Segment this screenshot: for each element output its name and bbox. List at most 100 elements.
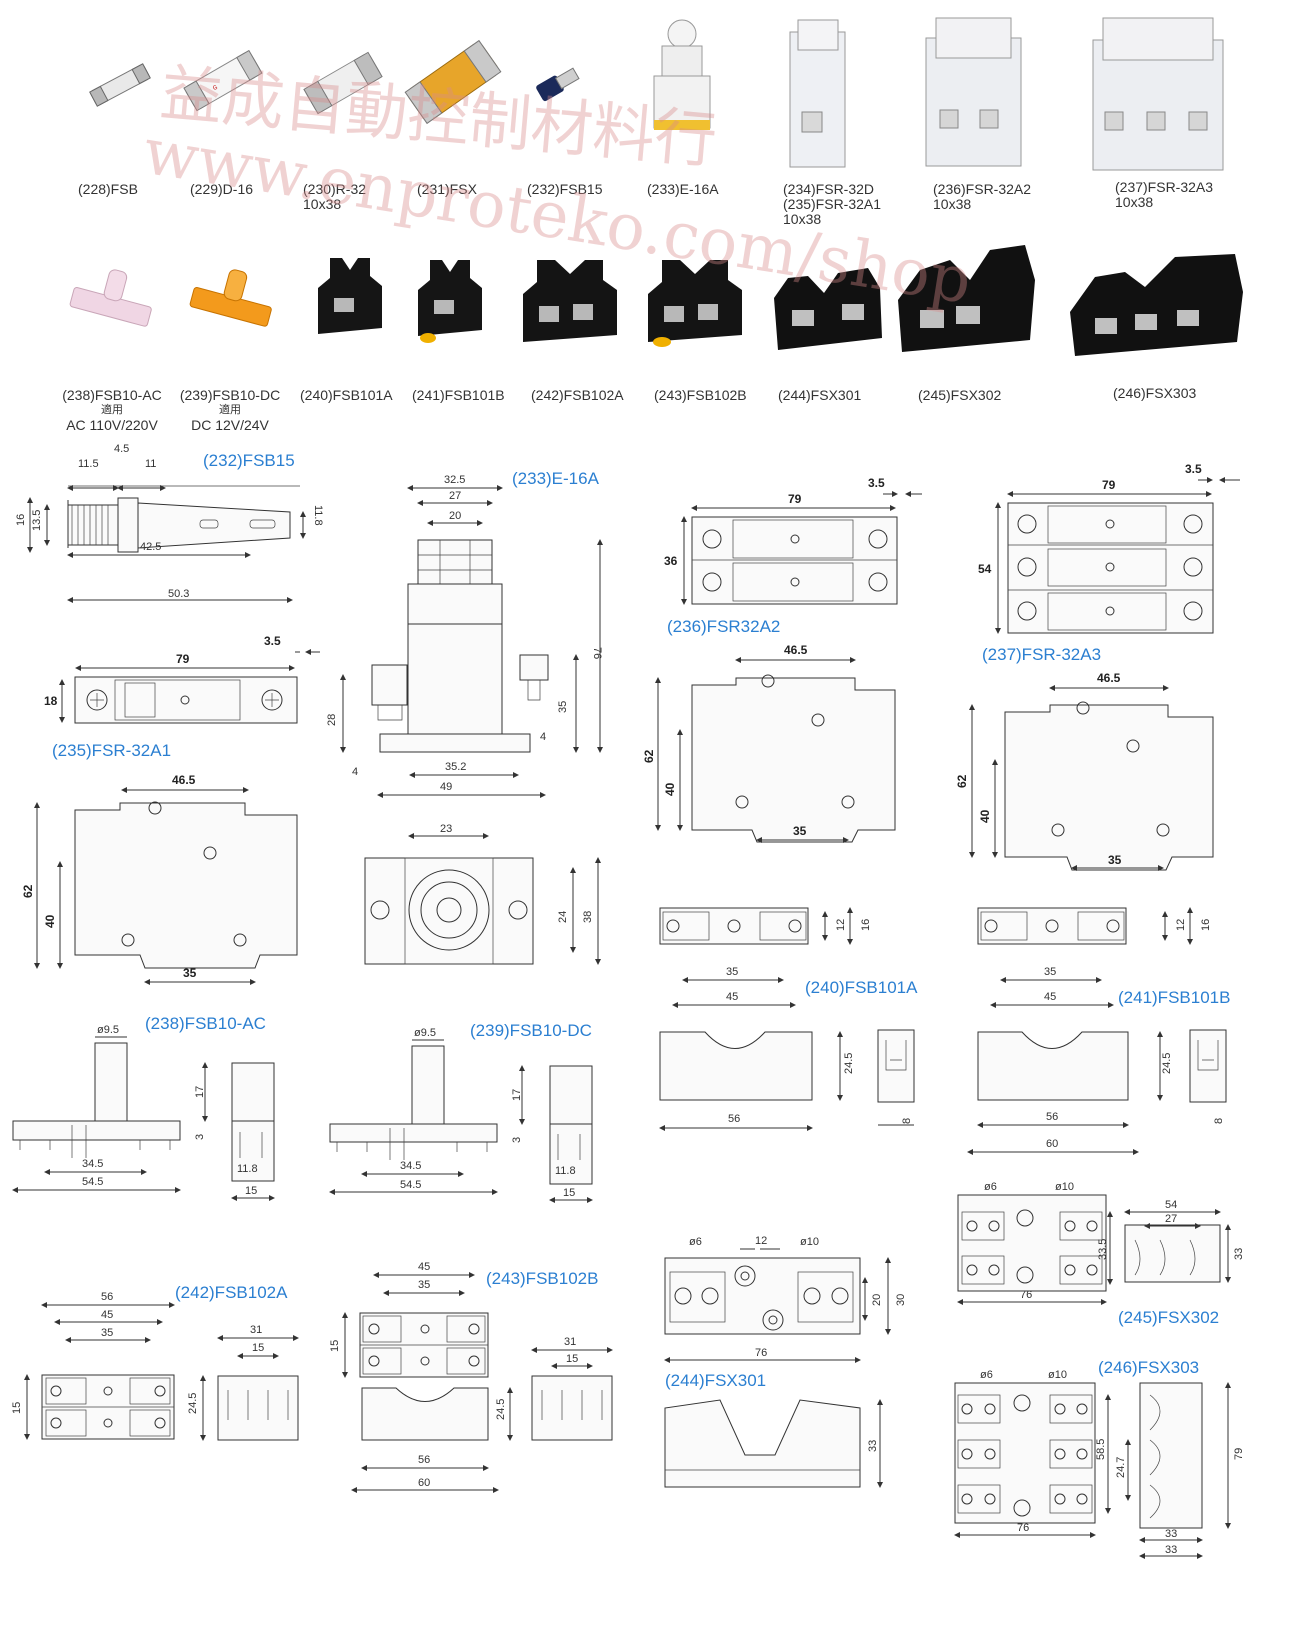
dim-e16a-top-38: 38 bbox=[582, 911, 594, 923]
title-fsx302: (245)FSX302 bbox=[1118, 1308, 1219, 1327]
holder-fsx301-photo bbox=[774, 268, 882, 350]
drawing-fsr32a3-side: 46.5 62 40 35 bbox=[955, 671, 1214, 871]
dim-fsx302-27: 27 bbox=[1165, 1213, 1177, 1225]
dim-fsb102b-24-5: 24.5 bbox=[495, 1399, 507, 1420]
dim-fsb15-11-5: 11.5 bbox=[78, 458, 99, 470]
dim-fsb101a-16: 16 bbox=[860, 919, 872, 931]
title-e16a: (233)E-16A bbox=[512, 469, 600, 488]
drawing-fsr32a2-side: 46.5 62 40 35 bbox=[642, 643, 896, 843]
dim-e16a-4a: 4 bbox=[352, 766, 358, 778]
fuse-glass-photo bbox=[89, 63, 151, 107]
dim-fsx302-54: 54 bbox=[1165, 1199, 1177, 1211]
dim-fsr32a3-3-5: 3.5 bbox=[1185, 462, 1202, 476]
dim-e16a-49: 49 bbox=[440, 781, 452, 793]
dim-fsb102a-15: 15 bbox=[11, 1402, 23, 1414]
dim-fsx301-12: 12 bbox=[755, 1235, 767, 1247]
fuse-d16-photo: ɢ bbox=[183, 49, 263, 112]
dim-fsb102a-15b: 15 bbox=[252, 1342, 264, 1354]
drawing-fsx301: ø6 12 ø10 20 30 76 33 bbox=[664, 1235, 907, 1488]
dim-fsr32a1-3-5: 3.5 bbox=[264, 634, 281, 648]
title-fsb10dc: (239)FSB10-DC bbox=[470, 1021, 592, 1040]
caption-243: (243)FSB102B bbox=[654, 387, 747, 403]
holder-fsx303-photo bbox=[1070, 254, 1243, 356]
drawing-fsr32a3: 79 3.5 54 bbox=[978, 462, 1240, 634]
dim-fsb102b-45: 45 bbox=[418, 1261, 430, 1273]
dim-fsx302-dia6: ø6 bbox=[984, 1181, 997, 1193]
drawing-fsb101b: 35 45 12 16 24.5 56 60 8 bbox=[967, 907, 1227, 1155]
dim-fsr32a2-side-40: 40 bbox=[663, 782, 677, 796]
title-fsb102a: (242)FSB102A bbox=[175, 1283, 288, 1302]
dim-fsb102a-35: 35 bbox=[101, 1327, 113, 1339]
dim-fsr32a1-side-62: 62 bbox=[21, 884, 35, 898]
drawing-e16a-top: 23 24 38 bbox=[364, 823, 601, 965]
dim-fsb101b-24-5: 24.5 bbox=[1161, 1053, 1173, 1074]
dim-fsb102b-56: 56 bbox=[418, 1454, 430, 1466]
dim-fsb10ac-15: 15 bbox=[245, 1185, 257, 1197]
dim-fsr32a2-side-62: 62 bbox=[642, 749, 656, 763]
caption-241: (241)FSB101B bbox=[412, 387, 505, 403]
dim-fsr32a3-side-46-5: 46.5 bbox=[1097, 671, 1121, 685]
caption-231: (231)FSX bbox=[417, 181, 477, 197]
drawing-fsr32a1: 79 3.5 18 bbox=[44, 634, 320, 724]
dim-fsx303-24-7: 24.7 bbox=[1115, 1457, 1127, 1478]
dim-fsb101a-35: 35 bbox=[726, 966, 738, 978]
holder-fsb102b-photo bbox=[648, 260, 742, 347]
dim-fsx303-dia10: ø10 bbox=[1048, 1369, 1067, 1381]
dim-fsr32a1-18: 18 bbox=[44, 694, 58, 708]
dim-fsb10ac-dia: ø9.5 bbox=[97, 1024, 119, 1036]
dim-fsb15-50-3: 50.3 bbox=[168, 588, 189, 600]
svg-text:ɢ: ɢ bbox=[211, 82, 219, 92]
dim-fsx302-dia10: ø10 bbox=[1055, 1181, 1074, 1193]
dim-fsb102b-15b: 15 bbox=[566, 1353, 578, 1365]
dim-e16a-27: 27 bbox=[449, 490, 461, 502]
dim-fsb10ac-54-5: 54.5 bbox=[82, 1176, 103, 1188]
holder-fsb102a-photo bbox=[523, 260, 617, 342]
caption-244: (244)FSX301 bbox=[778, 387, 862, 403]
title-fsr32a2: (236)FSR32A2 bbox=[667, 617, 780, 636]
dim-fsb15-11-8: 11.8 bbox=[312, 505, 324, 526]
indicator-ac-photo bbox=[69, 269, 152, 327]
dim-e16a-top-24: 24 bbox=[557, 911, 569, 923]
dim-fsb10dc-15: 15 bbox=[563, 1187, 575, 1199]
dim-fsb102a-24-5: 24.5 bbox=[187, 1393, 199, 1414]
dim-fsb102a-45: 45 bbox=[101, 1309, 113, 1321]
caption-246: (246)FSX303 bbox=[1113, 385, 1197, 401]
caption-240: (240)FSB101A bbox=[300, 387, 393, 403]
dim-fsx301-20: 20 bbox=[871, 1294, 883, 1306]
drawing-fsx302: ø6 ø10 33.5 76 54 27 33 bbox=[957, 1181, 1245, 1305]
caption-242: (242)FSB102A bbox=[531, 387, 624, 403]
dim-fsr32a3-side-40: 40 bbox=[978, 809, 992, 823]
dim-fsr32a2-side-46-5: 46.5 bbox=[784, 643, 808, 657]
title-fsb10ac: (238)FSB10-AC bbox=[145, 1014, 266, 1033]
dim-fsx301-dia6: ø6 bbox=[689, 1236, 702, 1248]
dim-fsb15-42-5: 42.5 bbox=[140, 541, 161, 553]
indicator-dc-photo bbox=[189, 269, 272, 327]
dim-e16a-35: 35 bbox=[557, 701, 569, 713]
dim-fsb10dc-34-5: 34.5 bbox=[400, 1160, 421, 1172]
dim-e16a-20: 20 bbox=[449, 510, 461, 522]
drawing-fsr32a1-side: 46.5 62 40 35 bbox=[21, 773, 298, 985]
dim-fsx302-33-5: 33.5 bbox=[1097, 1239, 1109, 1260]
dim-fsb101a-24-5: 24.5 bbox=[843, 1053, 855, 1074]
dim-fsx302-76: 76 bbox=[1020, 1289, 1032, 1301]
dim-e16a-32-5: 32.5 bbox=[444, 474, 465, 486]
drawing-fsx303: ø6 ø10 58.5 76 24.7 79 33 33 bbox=[954, 1369, 1245, 1559]
drawing-fsb102a: 56 45 35 15 24.5 31 15 bbox=[11, 1291, 299, 1441]
dim-fsr32a2-36: 36 bbox=[664, 554, 678, 568]
dim-e16a-top-23: 23 bbox=[440, 823, 452, 835]
dim-fsb102b-15: 15 bbox=[329, 1340, 341, 1352]
dim-fsb15-16: 16 bbox=[15, 514, 27, 526]
dim-e16a-4b: 4 bbox=[540, 731, 546, 743]
title-fsb101b: (241)FSB101B bbox=[1118, 988, 1230, 1007]
caption-233: (233)E-16A bbox=[647, 181, 719, 197]
drawing-fsr32a2: 79 3.5 36 bbox=[664, 476, 922, 605]
fuse-fsr32d-photo bbox=[789, 19, 846, 168]
dim-fsb101b-12: 12 bbox=[1175, 919, 1187, 931]
dim-fsr32a1-side-40: 40 bbox=[43, 914, 57, 928]
dim-fsr32a3-54: 54 bbox=[978, 562, 992, 576]
dim-fsb101a-45: 45 bbox=[726, 991, 738, 1003]
dim-fsb101b-16: 16 bbox=[1200, 919, 1212, 931]
